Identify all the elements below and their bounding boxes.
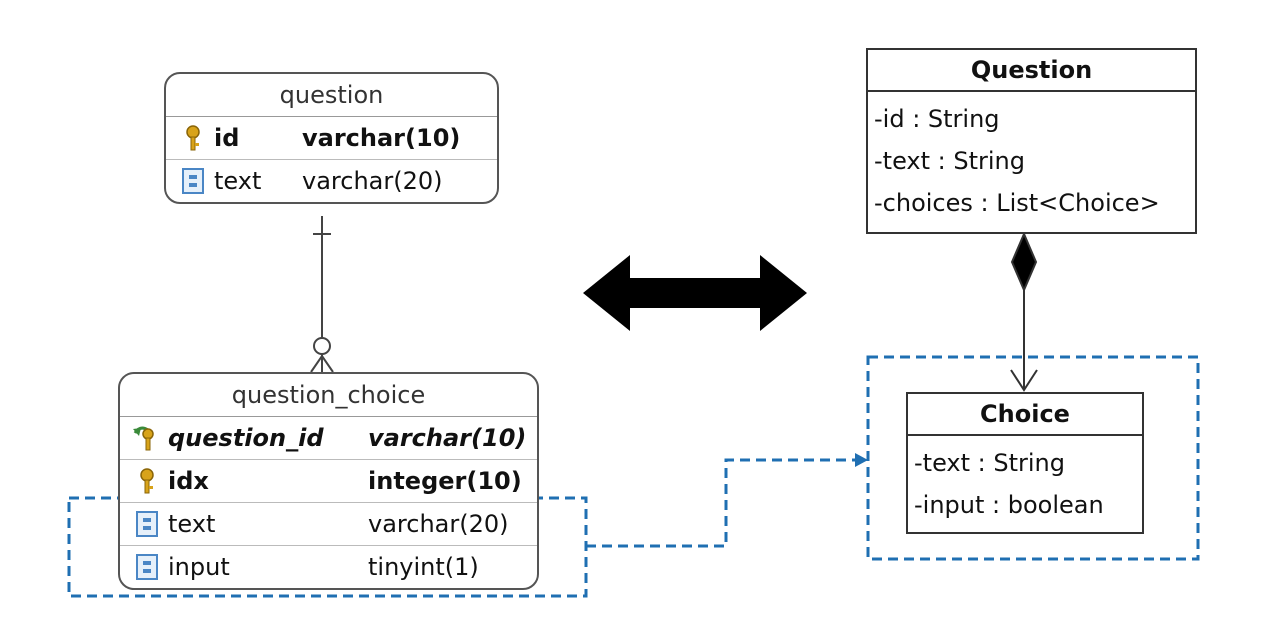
composition-arrowhead: [1010, 369, 1038, 392]
er-column-type: varchar(20): [368, 510, 509, 538]
er-optional-marker: [313, 337, 331, 355]
uml-attribute-list: -id : String -text : String -choices : L…: [868, 92, 1195, 224]
uml-attribute: -choices : List<Choice>: [874, 189, 1160, 217]
er-column-name: question_id: [168, 424, 324, 452]
er-column-row: id varchar(10): [166, 117, 497, 159]
uml-class-choice: Choice -text : String -input : boolean: [906, 392, 1144, 534]
er-column-name: input: [168, 553, 230, 581]
uml-attribute: -id : String: [874, 105, 1000, 133]
er-column-row: idx integer(10): [120, 459, 537, 502]
key-icon: [140, 468, 154, 494]
er-column-row: question_id varchar(10): [120, 417, 537, 459]
er-column-type: tinyint(1): [368, 553, 479, 581]
foreign-key-icon: [133, 426, 154, 451]
er-column-row: text varchar(20): [166, 159, 497, 202]
er-column-type: varchar(20): [302, 167, 443, 195]
er-column-type: integer(10): [368, 467, 522, 495]
er-column-row: text varchar(20): [120, 502, 537, 545]
column-icon: [136, 554, 158, 580]
er-relationship-one-to-many: [310, 216, 334, 373]
er-column-row: input tinyint(1): [120, 545, 537, 588]
uml-attribute: -text : String: [874, 147, 1025, 175]
er-column-type: varchar(10): [302, 124, 461, 152]
column-icon: [136, 511, 158, 537]
er-column-name: idx: [168, 467, 209, 495]
er-table-question-choice: question_choice question_id varchar(10) …: [118, 372, 539, 590]
key-icon: [186, 125, 200, 151]
uml-class-title: Question: [868, 50, 1195, 92]
uml-attribute: -text : String: [914, 449, 1065, 477]
er-table-title: question_choice: [120, 374, 537, 417]
mapping-connector: [586, 458, 858, 548]
uml-class-title: Choice: [908, 394, 1142, 436]
uml-composition-relationship: [1010, 231, 1038, 392]
uml-highlight-box: [866, 355, 1200, 561]
composition-diamond: [1010, 231, 1038, 293]
er-crows-foot-marker: [310, 354, 334, 373]
er-column-name: text: [168, 510, 216, 538]
uml-class-question: Question -id : String -text : String -ch…: [866, 48, 1197, 234]
mapping-arrowhead: [855, 453, 868, 467]
er-column-name: text: [214, 167, 262, 195]
er-table-question: question id varchar(10) text varchar(20): [164, 72, 499, 204]
column-icon: [182, 168, 204, 194]
er-table-title: question: [166, 74, 497, 117]
uml-attribute-list: -text : String -input : boolean: [908, 436, 1142, 526]
uml-attribute: -input : boolean: [914, 491, 1104, 519]
er-column-name: id: [214, 124, 240, 152]
double-arrow-icon: [583, 255, 807, 331]
er-column-type: varchar(10): [368, 424, 527, 452]
